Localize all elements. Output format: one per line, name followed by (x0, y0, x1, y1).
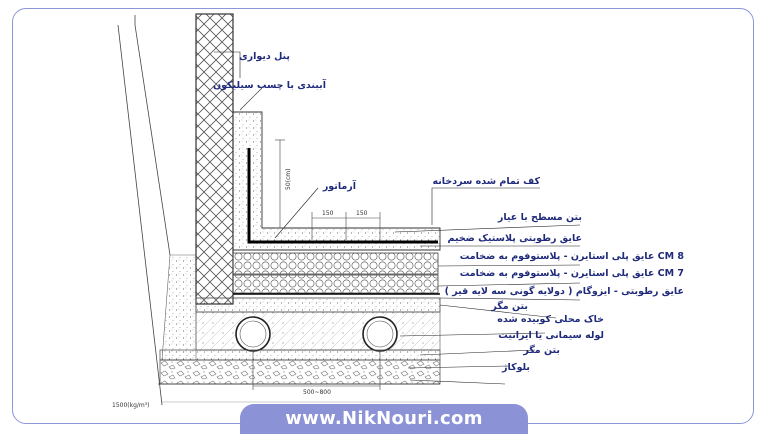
dim-pipe-spacing: 500~800 (303, 389, 331, 396)
backfill-gravel (161, 254, 197, 361)
concrete-screed (232, 111, 441, 251)
eps-layer-7cm (232, 274, 439, 294)
eps-layer-8cm (232, 252, 439, 275)
label-seal: آببندی با چسب سیلیکون (213, 78, 327, 91)
label-floor-finish: کف تمام شده سردخانه (432, 176, 540, 187)
website-banner[interactable]: www.NikNouri.com (240, 404, 528, 434)
wall-panel (195, 13, 234, 305)
label-panel: پنل دیواری (239, 51, 290, 62)
label-heavy-plastic: عایق رطوبتی پلاستیک ضخیم (448, 233, 583, 244)
label-blokaj: بلوکاژ (501, 362, 530, 373)
label-rebar: آرماتور (322, 179, 357, 192)
label-concrete-screed: بتن مسطح با عیار (497, 212, 582, 223)
compacted-soil (195, 311, 441, 351)
dim-spacing-a: 150 (322, 210, 334, 217)
blokaj-stones (159, 359, 441, 385)
label-eps-8: عایق پلی استایرن - پلاستوفوم به ضخامت CM… (460, 251, 685, 262)
dimension-lines (162, 139, 440, 403)
label-compacted-soil: خاک محلی کوبیده شده (497, 314, 604, 325)
dim-spacing-b: 150 (356, 210, 368, 217)
rebar (247, 148, 438, 244)
pipe-left (235, 316, 271, 352)
label-eps-7: عایق پلی استایرن - پلاستوفوم به ضخامت CM… (460, 268, 684, 279)
excavation-lines (117, 15, 171, 406)
dim-soil-density: 1500(kg/m³) (112, 402, 150, 409)
label-lean-concrete-2: بتن مگر (522, 344, 560, 356)
leader-lines (214, 51, 581, 385)
dim-height: 50(cm) (285, 169, 292, 190)
label-pipe: لوله سیمانی یا ایرانیت (498, 330, 604, 341)
label-isogam: عایق رطوبتی - ایزوگام ( دولایه گونی سه ل… (445, 285, 684, 297)
label-lean-concrete-1: بتن مگر (490, 300, 528, 312)
lean-concrete-lower (159, 349, 441, 361)
lean-concrete-upper (195, 297, 441, 313)
pipe-right (362, 316, 398, 352)
